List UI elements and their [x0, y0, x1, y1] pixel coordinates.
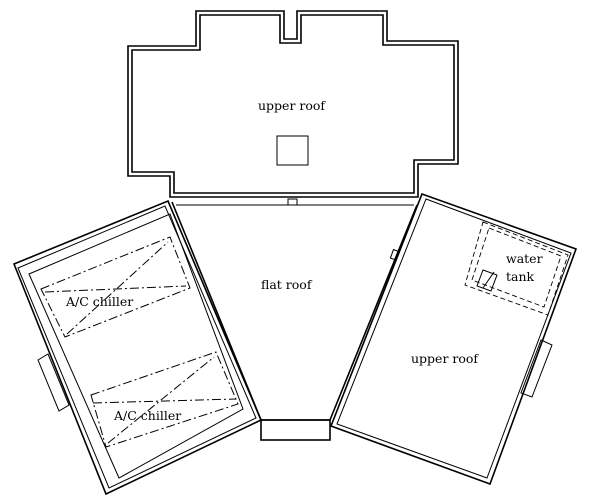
- right-wing: [329, 192, 578, 486]
- right-side-box: [520, 339, 553, 398]
- upper-roof-top-label: upper roof: [258, 98, 326, 113]
- bottom-step: [260, 419, 331, 441]
- upper-roof-top-block: [127, 10, 459, 206]
- water-tank-label-line1: water: [506, 251, 543, 266]
- water-tank-label-line2: tank: [506, 269, 535, 284]
- left-wing: [12, 199, 263, 496]
- ac-chiller-unit-1: [40, 236, 191, 338]
- ac-chiller-2-label: A/C chiller: [113, 408, 181, 423]
- flat-roof: [171, 201, 418, 441]
- ac-chiller-unit-2: [90, 351, 239, 448]
- flat-roof-label: flat roof: [261, 277, 313, 292]
- upper-roof-right-label: upper roof: [411, 351, 479, 366]
- left-side-box: [37, 353, 70, 412]
- ac-chiller-1-label: A/C chiller: [65, 294, 133, 309]
- small-vent: [287, 198, 298, 206]
- roof-hatch: [276, 135, 309, 166]
- water-tank: [464, 221, 569, 316]
